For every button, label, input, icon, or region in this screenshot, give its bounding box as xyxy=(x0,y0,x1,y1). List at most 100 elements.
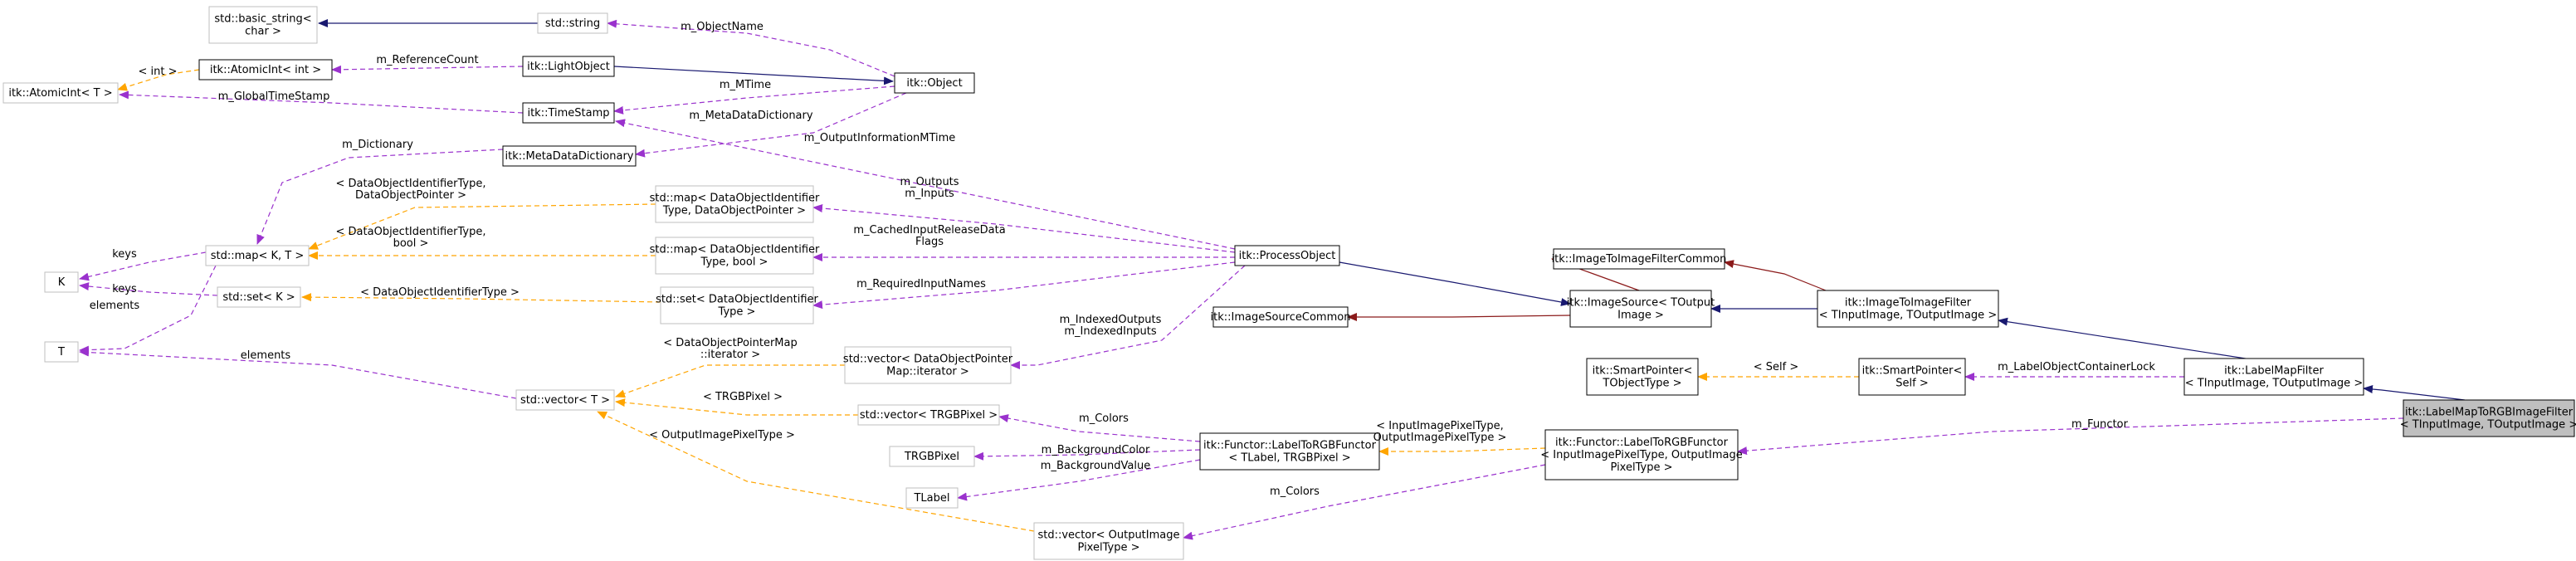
class-node-label: std::map< DataObjectIdentifier xyxy=(650,193,820,205)
class-node-object[interactable]: itk::Object xyxy=(894,72,975,94)
usage-edge xyxy=(998,414,1201,442)
class-node-smartptr-T[interactable]: itk::SmartPointer<TObjectType > xyxy=(1586,358,1699,396)
class-node-box xyxy=(857,404,1000,426)
class-node-map-bool[interactable]: std::map< DataObjectIdentifierType, bool… xyxy=(650,237,820,275)
class-node-box xyxy=(522,56,615,77)
edge-label: m_RequiredInputNames xyxy=(856,278,986,290)
class-node-vector-T[interactable]: std::vector< T > xyxy=(515,389,615,411)
edge-label: elements xyxy=(241,349,291,362)
class-node-label: itk::ImageToImageFilterCommon xyxy=(1552,253,1727,266)
class-node-box xyxy=(1234,245,1340,266)
class-node-label: std::vector< OutputImage xyxy=(1037,529,1179,542)
class-node-box xyxy=(1212,306,1349,328)
class-node-T[interactable]: T xyxy=(44,341,79,363)
edge-label: m_MTime xyxy=(720,79,771,91)
edge-label: m_Colors xyxy=(1079,412,1129,425)
usage-edge xyxy=(615,119,1236,250)
edge-label: < DataObjectPointerMap xyxy=(663,337,797,349)
class-node-functor-inpix[interactable]: itk::Functor::LabelToRGBFunctor< InputIm… xyxy=(1540,429,1743,481)
class-node-label: T xyxy=(57,346,65,359)
class-node-label: itk::SmartPointer< xyxy=(1862,365,1963,378)
class-node-vector-outpix[interactable]: std::vector< OutputImagePixelType > xyxy=(1033,522,1184,560)
class-node-basic-string[interactable]: std::basic_string<char > xyxy=(208,6,318,44)
private-edge xyxy=(1724,260,1827,291)
class-node-imagetoimagefilter[interactable]: itk::ImageToImageFilter< TInputImage, TO… xyxy=(1817,290,1999,328)
class-node-label: PixelType > xyxy=(1078,542,1140,554)
class-node-set-doid[interactable]: std::set< DataObjectIdentifierType > xyxy=(656,286,819,324)
template-edge xyxy=(597,411,1035,532)
class-node-label: std::vector< DataObjectPointer xyxy=(843,354,1013,366)
class-node-label: PixelType > xyxy=(1611,461,1673,474)
class-node-label: < InputImagePixelType, OutputImage xyxy=(1540,449,1742,461)
class-node-label: itk::AtomicInt< int > xyxy=(210,64,321,76)
class-node-box xyxy=(1199,432,1380,471)
edge-label: < int > xyxy=(139,66,178,78)
template-edge xyxy=(615,398,858,416)
edge-label: m_OutputInformationMTime xyxy=(804,132,956,144)
usage-edge xyxy=(79,265,217,354)
class-node-box xyxy=(660,286,814,324)
class-node-box xyxy=(205,245,310,266)
inherit-edge xyxy=(1339,261,1571,306)
edge-label: m_CachedInputReleaseData xyxy=(853,224,1005,237)
class-node-box xyxy=(1586,358,1699,396)
edge-label: DataObjectPointer > xyxy=(355,189,466,202)
template-edge xyxy=(308,203,656,250)
template-edge xyxy=(1378,447,1546,456)
class-node-set-K[interactable]: std::set< K > xyxy=(217,286,301,308)
class-node-K[interactable]: K xyxy=(44,271,79,293)
class-node-label: itk::LightObject xyxy=(527,61,610,73)
class-node-functor-tlabel[interactable]: itk::Functor::LabelToRGBFunctor< TLabel,… xyxy=(1199,432,1380,471)
class-node-box xyxy=(1569,290,1712,328)
class-node-processobject[interactable]: itk::ProcessObject xyxy=(1234,245,1340,266)
class-node-box xyxy=(655,237,814,275)
class-node-label: < TInputImage, TOutputImage > xyxy=(1819,310,1997,322)
class-node-trgbpixel[interactable]: TRGBPixel xyxy=(889,446,975,467)
class-node-label: itk::ProcessObject xyxy=(1239,250,1336,262)
class-node-label: K xyxy=(58,276,66,289)
class-node-label: std::string xyxy=(545,17,600,30)
usage-edge xyxy=(812,261,1236,310)
class-node-label: Self > xyxy=(1895,378,1928,390)
class-node-lightobject[interactable]: itk::LightObject xyxy=(522,56,615,77)
class-node-labelmapfilter[interactable]: itk::LabelMapFilter< TInputImage, TOutpu… xyxy=(2183,358,2364,396)
class-node-box xyxy=(44,341,79,363)
class-node-box xyxy=(2183,358,2364,396)
class-node-vector-trgb[interactable]: std::vector< TRGBPixel > xyxy=(857,404,1000,426)
class-node-imagetoimagefiltercommon[interactable]: itk::ImageToImageFilterCommon xyxy=(1552,248,1727,270)
class-node-timestamp[interactable]: itk::TimeStamp xyxy=(522,102,615,124)
usage-edge xyxy=(1183,464,1546,540)
class-node-label: std::map< DataObjectIdentifier xyxy=(650,244,820,256)
edge-label: m_Outputs xyxy=(900,176,959,188)
class-node-imagesourcecommon[interactable]: itk::ImageSourceCommon xyxy=(1211,306,1351,328)
class-node-main: itk::LabelMapToRGBImageFilter< TInputIma… xyxy=(2400,399,2576,437)
class-node-label: < TInputImage, TOutputImage > xyxy=(2185,378,2363,390)
edge-label: m_GlobalTimeStamp xyxy=(218,90,330,103)
usage-edge xyxy=(1010,265,1246,369)
class-node-atomicint-int[interactable]: itk::AtomicInt< int > xyxy=(198,59,333,80)
class-node-label: TObjectType > xyxy=(1602,378,1681,390)
usage-edge xyxy=(613,85,895,115)
class-node-vector-dataobjptrmap[interactable]: std::vector< DataObjectPointerMap::itera… xyxy=(843,346,1013,384)
edge-label: keys xyxy=(112,283,137,295)
edge-label: < InputImagePixelType, xyxy=(1376,420,1503,432)
class-node-label: itk::Functor::LabelToRGBFunctor xyxy=(1203,440,1377,452)
class-node-map-dataobjptr[interactable]: std::map< DataObjectIdentifierType, Data… xyxy=(650,185,820,223)
class-node-box xyxy=(655,185,814,223)
class-node-atomicint-T[interactable]: itk::AtomicInt< T > xyxy=(2,82,119,104)
class-node-box xyxy=(502,145,637,167)
edge-label: m_IndexedOutputs xyxy=(1060,314,1162,326)
class-node-box xyxy=(208,6,318,44)
class-node-box xyxy=(1858,358,1966,396)
class-node-label: itk::AtomicInt< T > xyxy=(8,87,112,100)
class-node-tlabel[interactable]: TLabel xyxy=(905,487,959,509)
class-node-smartptr-self[interactable]: itk::SmartPointer<Self > xyxy=(1858,358,1966,396)
class-node-string[interactable]: std::string xyxy=(537,12,608,34)
edge-label: m_BackgroundColor xyxy=(1042,444,1150,456)
class-node-label: itk::ImageToImageFilter xyxy=(1845,297,1972,310)
class-node-metadatadictionary[interactable]: itk::MetaDataDictionary xyxy=(502,145,637,167)
class-node-imagesource[interactable]: itk::ImageSource< TOutputImage > xyxy=(1567,290,1715,328)
class-node-label: std::basic_string< xyxy=(214,13,311,26)
edge-label: OutputImagePixelType > xyxy=(1373,432,1507,444)
class-node-map-KT[interactable]: std::map< K, T > xyxy=(205,245,310,266)
